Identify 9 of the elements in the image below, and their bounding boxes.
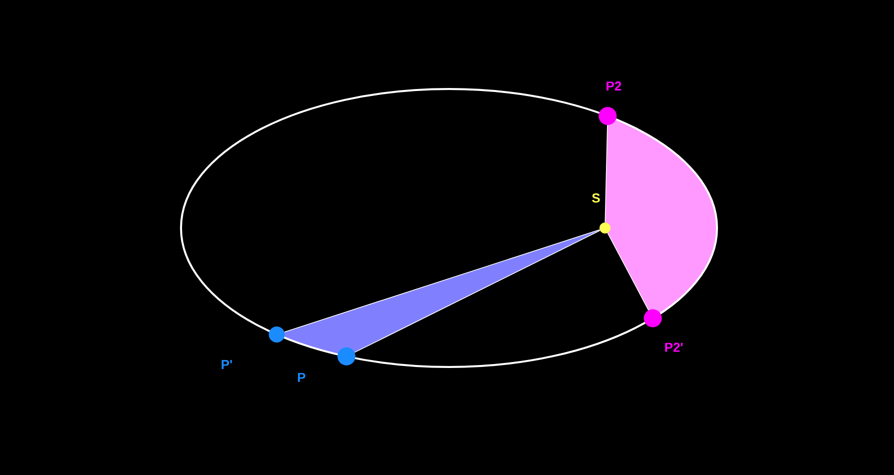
radius-line [284,229,600,332]
radius-line [607,232,649,311]
point-label: P [298,372,306,382]
point-label: P' [222,360,232,369]
point-label: P2' [665,342,683,352]
point-label: P2 [606,81,622,91]
point-label: S [592,193,600,203]
radius-line [354,230,600,353]
radius-line [604,124,608,223]
